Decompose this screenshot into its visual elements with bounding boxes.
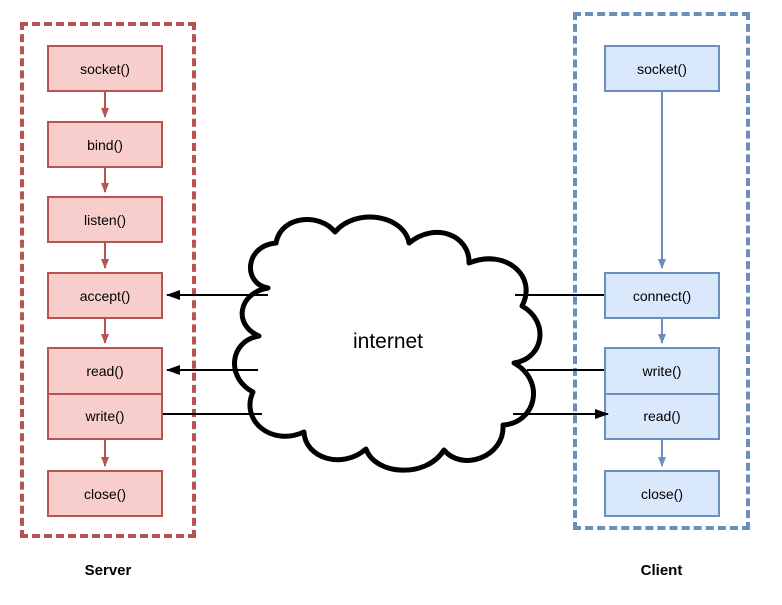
server-zone bbox=[20, 22, 196, 538]
server-node-bind[interactable]: bind() bbox=[47, 121, 163, 168]
server-node-read[interactable]: read() bbox=[86, 362, 124, 379]
internet-cloud-label: internet bbox=[352, 330, 424, 353]
server-node-socket[interactable]: socket() bbox=[47, 45, 163, 92]
client-node-connect[interactable]: connect() bbox=[604, 272, 720, 319]
server-node-accept[interactable]: accept() bbox=[47, 272, 163, 319]
server-node-readwrite-group: read() write() bbox=[47, 347, 163, 440]
internet-link-lines bbox=[163, 290, 609, 419]
client-zone-label: Client bbox=[640, 562, 683, 579]
client-node-socket[interactable]: socket() bbox=[604, 45, 720, 92]
client-node-writeread-group: write() read() bbox=[604, 347, 720, 440]
server-zone-label: Server bbox=[84, 562, 132, 579]
client-node-write[interactable]: write() bbox=[642, 362, 682, 379]
server-node-write[interactable]: write() bbox=[49, 392, 161, 439]
server-node-listen[interactable]: listen() bbox=[47, 196, 163, 243]
client-node-close[interactable]: close() bbox=[604, 470, 720, 517]
client-zone bbox=[573, 12, 750, 530]
client-node-read[interactable]: read() bbox=[606, 392, 718, 439]
server-node-close[interactable]: close() bbox=[47, 470, 163, 517]
